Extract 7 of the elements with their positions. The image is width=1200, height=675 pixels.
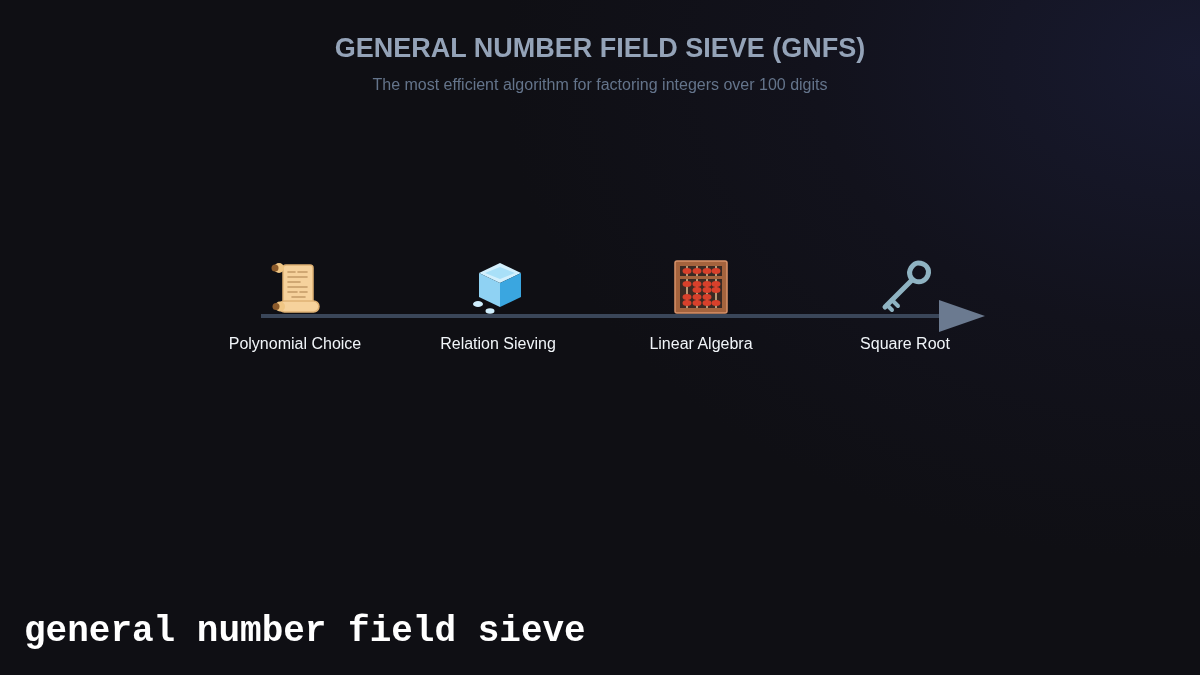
diagram-title: GENERAL NUMBER FIELD SIEVE (GNFS) (333, 32, 867, 65)
step-label: Square Root (859, 334, 951, 354)
footer-caption: general number field sieve (24, 610, 586, 654)
step-label: Relation Sieving (439, 334, 557, 354)
step-label: Polynomial Choice (227, 334, 363, 354)
subtitle: The most efficient algorithm for factoring integers over 100 digits (371, 75, 829, 95)
step-label: Linear Algebra (648, 334, 754, 354)
